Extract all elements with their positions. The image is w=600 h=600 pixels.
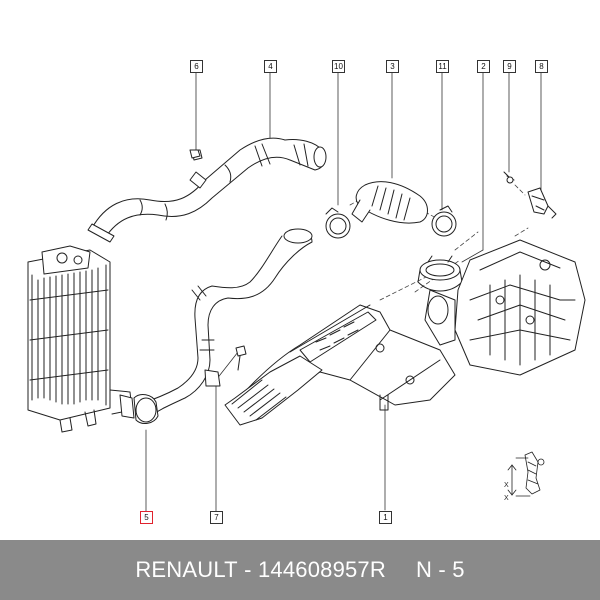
turbo-inlet bbox=[417, 255, 463, 292]
parts-diagram: X X bbox=[27, 71, 586, 513]
callout-4[interactable]: 4 bbox=[264, 60, 277, 73]
callout-2[interactable]: 2 bbox=[477, 60, 490, 73]
lower-hose bbox=[119, 228, 313, 424]
footer-separator: - bbox=[244, 557, 252, 582]
brand-name: RENAULT bbox=[135, 557, 238, 582]
part-number: 144608957R bbox=[257, 557, 386, 582]
detail-label-x1: X bbox=[504, 482, 509, 489]
part-info-footer: RENAULT - 144608957R N - 5 bbox=[0, 540, 600, 600]
callout-6[interactable]: 6 bbox=[190, 60, 203, 73]
leader-lines bbox=[145, 71, 542, 513]
air-intake bbox=[224, 304, 456, 426]
callout-8[interactable]: 8 bbox=[535, 60, 548, 73]
diagram-position: N - 5 bbox=[415, 557, 465, 582]
clamp-10 bbox=[325, 207, 351, 239]
screw-7 bbox=[235, 345, 247, 371]
callout-9[interactable]: 9 bbox=[503, 60, 516, 73]
callout-11[interactable]: 11 bbox=[436, 60, 449, 73]
callout-3[interactable]: 3 bbox=[386, 60, 399, 73]
callout-10[interactable]: 10 bbox=[332, 60, 345, 73]
clamp-11 bbox=[431, 205, 457, 237]
callout-5-highlighted[interactable]: 5 bbox=[140, 511, 153, 524]
screw-6 bbox=[189, 149, 201, 159]
screw-9 bbox=[503, 171, 515, 184]
detail-label-x2: X bbox=[504, 495, 509, 502]
intercooler bbox=[27, 245, 133, 433]
detail-inset bbox=[507, 451, 545, 497]
sensor bbox=[527, 187, 557, 219]
callout-1[interactable]: 1 bbox=[379, 511, 392, 524]
upper-hose bbox=[87, 137, 327, 243]
engine-block bbox=[424, 239, 586, 376]
callout-7[interactable]: 7 bbox=[210, 511, 223, 524]
air-duct bbox=[351, 181, 428, 224]
